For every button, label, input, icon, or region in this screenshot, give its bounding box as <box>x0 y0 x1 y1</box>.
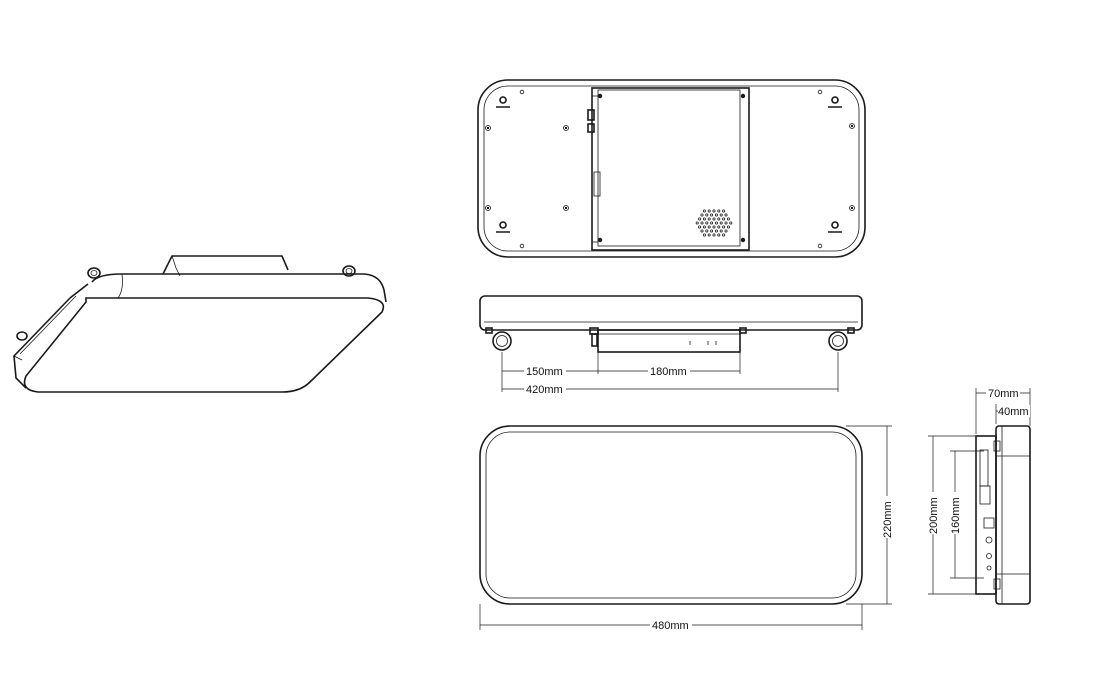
grille-hole <box>717 209 721 213</box>
side-view <box>975 425 1031 605</box>
grille-hole <box>712 209 716 213</box>
grille-hole <box>707 233 711 237</box>
isometric-view <box>13 255 387 393</box>
dim-480: 480mm <box>652 620 689 632</box>
dim-200: 200mm <box>928 497 940 534</box>
rear-view <box>477 79 866 258</box>
top-view <box>479 295 863 353</box>
grille-hole <box>719 221 723 225</box>
grille-hole <box>724 221 728 225</box>
dim-220: 220mm <box>882 501 894 538</box>
grille-hole <box>698 225 702 229</box>
dim-40: 40mm <box>998 406 1029 418</box>
grille-hole <box>719 229 723 233</box>
grille-hole <box>705 229 709 233</box>
dim-70: 70mm <box>988 388 1019 400</box>
grille-hole <box>702 233 706 237</box>
speaker-grille <box>695 209 733 237</box>
grille-hole <box>707 225 711 229</box>
grille-hole <box>724 229 728 233</box>
grille-hole <box>726 225 730 229</box>
grille-hole <box>714 221 718 225</box>
grille-hole <box>710 229 714 233</box>
grille-hole <box>705 213 709 217</box>
grille-hole <box>700 213 704 217</box>
grille-hole <box>698 217 702 221</box>
dim-150: 150mm <box>526 366 563 378</box>
grille-hole <box>705 221 709 225</box>
grille-hole <box>724 213 728 217</box>
grille-hole <box>707 209 711 213</box>
dimensions-side-view: 70mm 40mm 200mm 160mm <box>927 387 1031 595</box>
dim-420: 420mm <box>526 384 563 396</box>
grille-hole <box>710 213 714 217</box>
grille-hole <box>717 233 721 237</box>
grille-hole <box>712 217 716 221</box>
front-view <box>479 425 863 605</box>
dimensions-top-view: 150mm 180mm 420mm <box>501 352 839 396</box>
grille-hole <box>700 229 704 233</box>
grille-hole <box>712 233 716 237</box>
grille-hole <box>717 217 721 221</box>
grille-hole <box>717 225 721 229</box>
grille-hole <box>707 217 711 221</box>
grille-hole <box>695 221 699 225</box>
grille-hole <box>729 221 733 225</box>
grille-hole <box>722 233 726 237</box>
grille-hole <box>719 213 723 217</box>
grille-hole <box>722 209 726 213</box>
grille-hole <box>700 221 704 225</box>
dimensions-front-view: 480mm 220mm <box>479 425 894 632</box>
grille-hole <box>714 213 718 217</box>
grille-hole <box>712 225 716 229</box>
dim-180: 180mm <box>650 366 687 378</box>
grille-hole <box>702 217 706 221</box>
grille-hole <box>714 229 718 233</box>
grille-hole <box>726 217 730 221</box>
grille-hole <box>722 217 726 221</box>
grille-hole <box>722 225 726 229</box>
grille-hole <box>702 225 706 229</box>
grille-hole <box>702 209 706 213</box>
dim-160: 160mm <box>950 497 962 534</box>
grille-hole <box>710 221 714 225</box>
